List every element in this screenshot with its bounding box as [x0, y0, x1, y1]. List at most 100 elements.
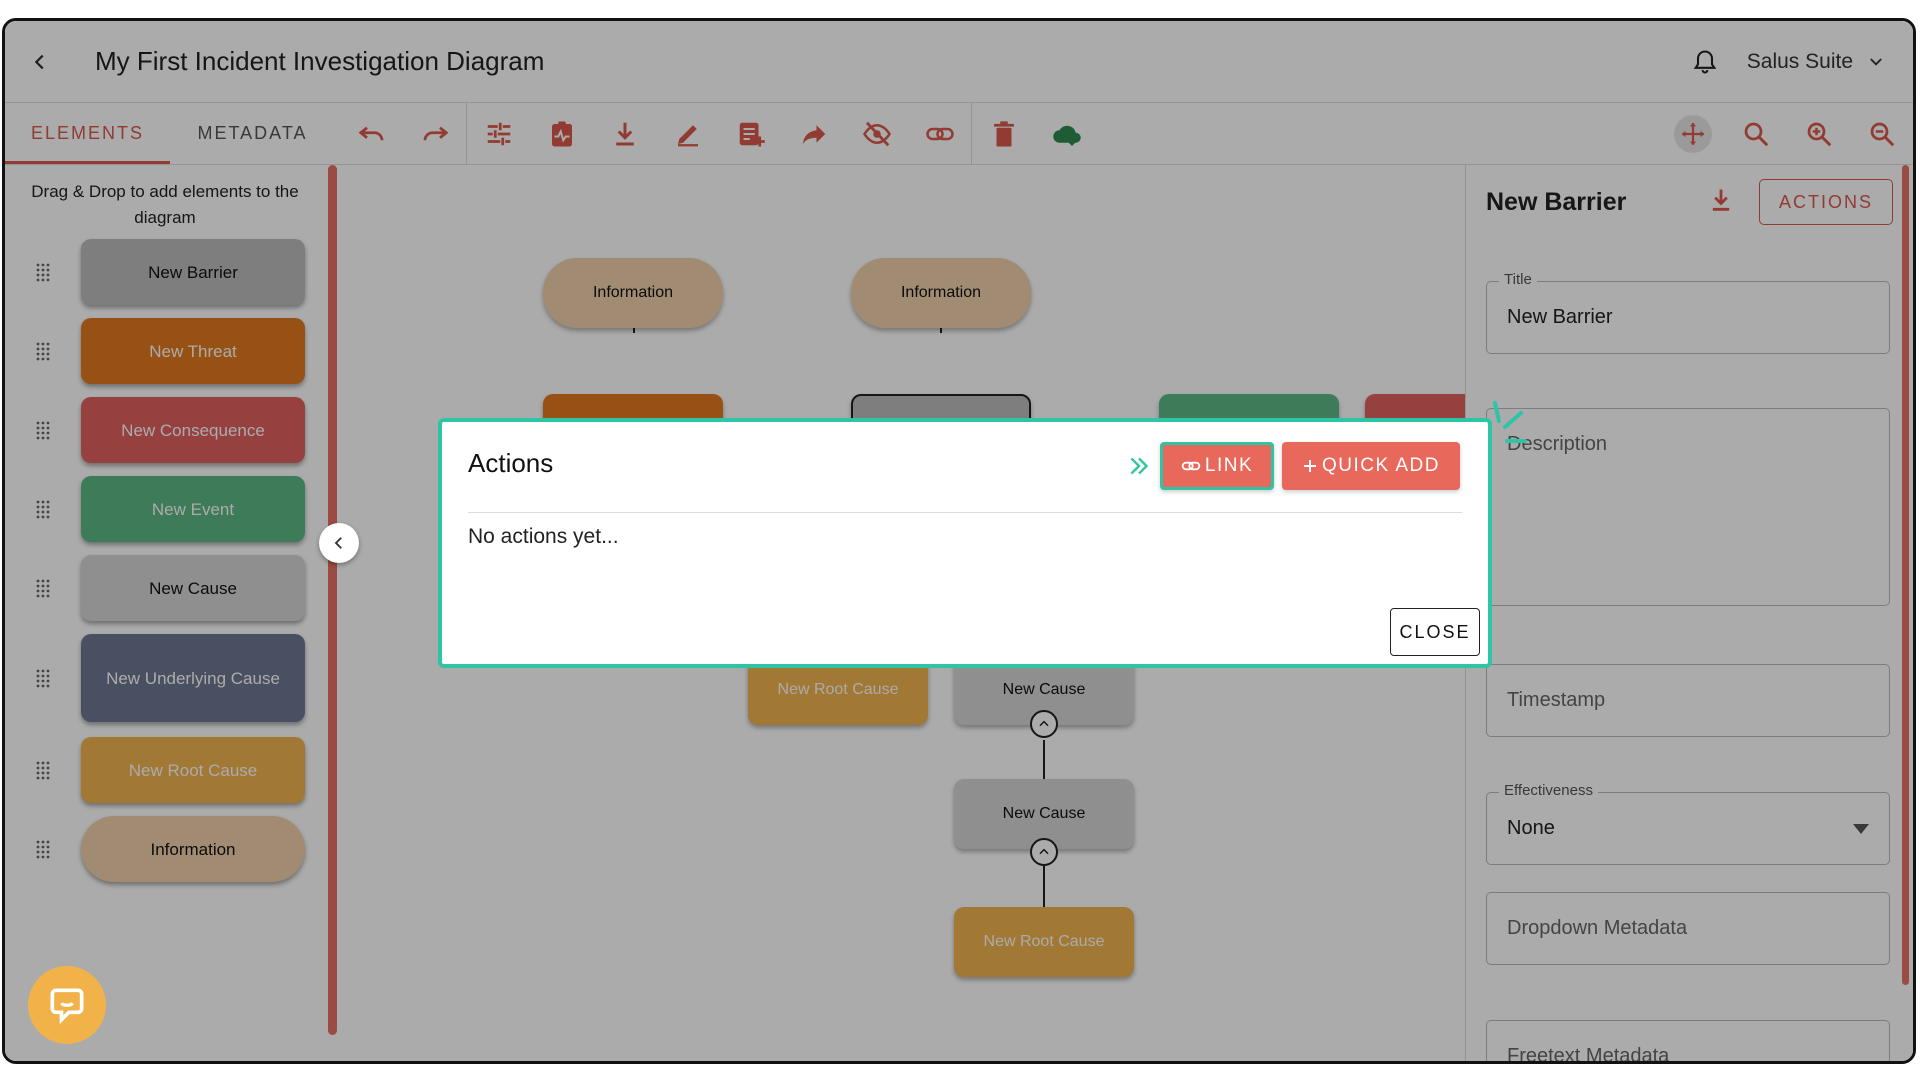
undo-icon [358, 126, 383, 140]
drag-handle-icon[interactable] [5, 668, 81, 688]
effectiveness-select[interactable]: Effectiveness None [1486, 782, 1890, 865]
settings-button[interactable] [467, 103, 530, 165]
drag-handle-icon[interactable] [5, 341, 81, 361]
element-new-cause[interactable]: New Cause [81, 555, 305, 621]
undo-button[interactable] [340, 103, 403, 165]
move-icon [1681, 122, 1704, 145]
node-root-cause[interactable]: New Root Cause [954, 907, 1134, 977]
element-new-underlying-cause[interactable]: New Underlying Cause [81, 634, 305, 722]
drag-handle-icon[interactable] [5, 499, 81, 519]
eye-off-icon [862, 121, 891, 146]
org-name: Salus Suite [1746, 49, 1853, 73]
click-indicator-icon [1493, 401, 1527, 443]
actions-button[interactable]: ACTIONS [1759, 179, 1893, 225]
chevron-down-icon [1870, 57, 1882, 66]
app-frame: My First Incident Investigation Diagram … [2, 18, 1916, 1064]
element-new-root-cause[interactable]: New Root Cause [81, 737, 305, 803]
quick-add-button[interactable]: QUICK ADD [1282, 442, 1460, 490]
zoom-in-button[interactable] [1787, 103, 1850, 165]
drag-handle-icon[interactable] [5, 760, 81, 780]
dropdown-arrow-icon [1853, 824, 1869, 834]
element-information[interactable]: Information [81, 816, 305, 882]
node-cause[interactable]: New Cause [954, 779, 1134, 849]
actions-dialog: Actions LINK QUICK ADD No actions yet...… [438, 418, 1492, 668]
collapse-toggle[interactable] [1030, 710, 1058, 738]
search-icon [1744, 122, 1768, 146]
quick-add-label: QUICK ADD [1321, 455, 1441, 476]
cloud-check-icon [1052, 125, 1081, 146]
tab-elements[interactable]: ELEMENTS [5, 103, 170, 164]
tab-metadata[interactable]: METADATA [197, 123, 308, 143]
clipboard-pulse-icon [551, 121, 572, 146]
download-button[interactable] [593, 103, 656, 165]
attach-link-button[interactable] [908, 103, 971, 165]
chevron-left-icon [34, 54, 44, 69]
bell-icon[interactable] [1691, 48, 1719, 76]
zoom-out-button[interactable] [1850, 103, 1913, 165]
forward-arrow-icon [802, 124, 825, 144]
double-chevron-right-icon [1130, 457, 1149, 475]
node-information[interactable]: Information [851, 258, 1031, 328]
title-field-label: Title [1499, 271, 1537, 288]
pencil-icon [677, 124, 698, 146]
connector-line [1043, 740, 1045, 790]
timestamp-field[interactable]: Timestamp [1486, 664, 1890, 737]
collapse-panel-button[interactable] [319, 523, 359, 563]
element-new-barrier[interactable]: New Barrier [81, 239, 305, 305]
hide-button[interactable] [845, 103, 908, 165]
back-button[interactable] [5, 21, 75, 103]
freetext-metadata-field[interactable]: Freetext Metadata [1486, 1020, 1890, 1064]
app-header: My First Incident Investigation Diagram … [5, 21, 1913, 103]
element-row: New Event [5, 476, 325, 542]
share-button[interactable] [782, 103, 845, 165]
cloud-sync-button[interactable] [1035, 103, 1098, 165]
chevron-up-icon [1039, 848, 1049, 855]
link-action-label: LINK [1204, 455, 1254, 476]
drag-handle-icon[interactable] [5, 420, 81, 440]
redo-icon [423, 126, 448, 140]
pan-tool-button[interactable] [1661, 103, 1724, 165]
download-icon [615, 122, 634, 145]
help-chat-button[interactable] [28, 966, 106, 1044]
report-button[interactable] [530, 103, 593, 165]
title-field[interactable]: Title New Barrier [1486, 271, 1890, 354]
page-title: My First Incident Investigation Diagram [95, 46, 545, 76]
effectiveness-label: Effectiveness [1499, 782, 1598, 799]
org-selector[interactable]: Salus Suite [1747, 50, 1885, 74]
empty-actions-text: No actions yet... [468, 525, 619, 548]
dropdown-metadata-field[interactable]: Dropdown Metadata [1486, 892, 1890, 965]
toolbar-divider [466, 102, 467, 165]
edit-button[interactable] [656, 103, 719, 165]
toolbar-divider [971, 102, 972, 165]
search-button[interactable] [1724, 103, 1787, 165]
element-new-consequence[interactable]: New Consequence [81, 397, 305, 463]
elements-panel: Drag & Drop to add elements to the diagr… [5, 165, 340, 1061]
connector-line [1043, 865, 1045, 915]
chevron-left-icon [334, 537, 342, 549]
tune-icon [487, 122, 510, 145]
drag-handle-icon[interactable] [5, 578, 81, 598]
freetext-metadata-placeholder: Freetext Metadata [1507, 1045, 1670, 1064]
panel-scrollbar[interactable] [328, 165, 337, 1035]
download-element-button[interactable] [1707, 186, 1735, 219]
dropdown-metadata-placeholder: Dropdown Metadata [1507, 917, 1688, 939]
collapse-toggle[interactable] [1030, 838, 1058, 866]
zoom-in-icon [1807, 122, 1831, 146]
drag-handle-icon[interactable] [5, 839, 81, 859]
element-new-event[interactable]: New Event [81, 476, 305, 542]
link-action-button[interactable]: LINK [1160, 442, 1274, 490]
add-note-button[interactable] [719, 103, 782, 165]
drag-handle-icon[interactable] [5, 262, 81, 282]
timestamp-placeholder: Timestamp [1507, 689, 1606, 711]
element-new-threat[interactable]: New Threat [81, 318, 305, 384]
node-information[interactable]: Information [543, 258, 723, 328]
title-field-value: New Barrier [1507, 306, 1613, 328]
delete-button[interactable] [972, 103, 1035, 165]
element-row: New Root Cause [5, 737, 325, 803]
redo-button[interactable] [403, 103, 466, 165]
description-placeholder: Description [1507, 433, 1608, 455]
properties-scrollbar[interactable] [1902, 165, 1909, 985]
trash-icon [993, 120, 1014, 146]
element-row: Information [5, 816, 325, 882]
close-button[interactable]: CLOSE [1390, 608, 1480, 656]
